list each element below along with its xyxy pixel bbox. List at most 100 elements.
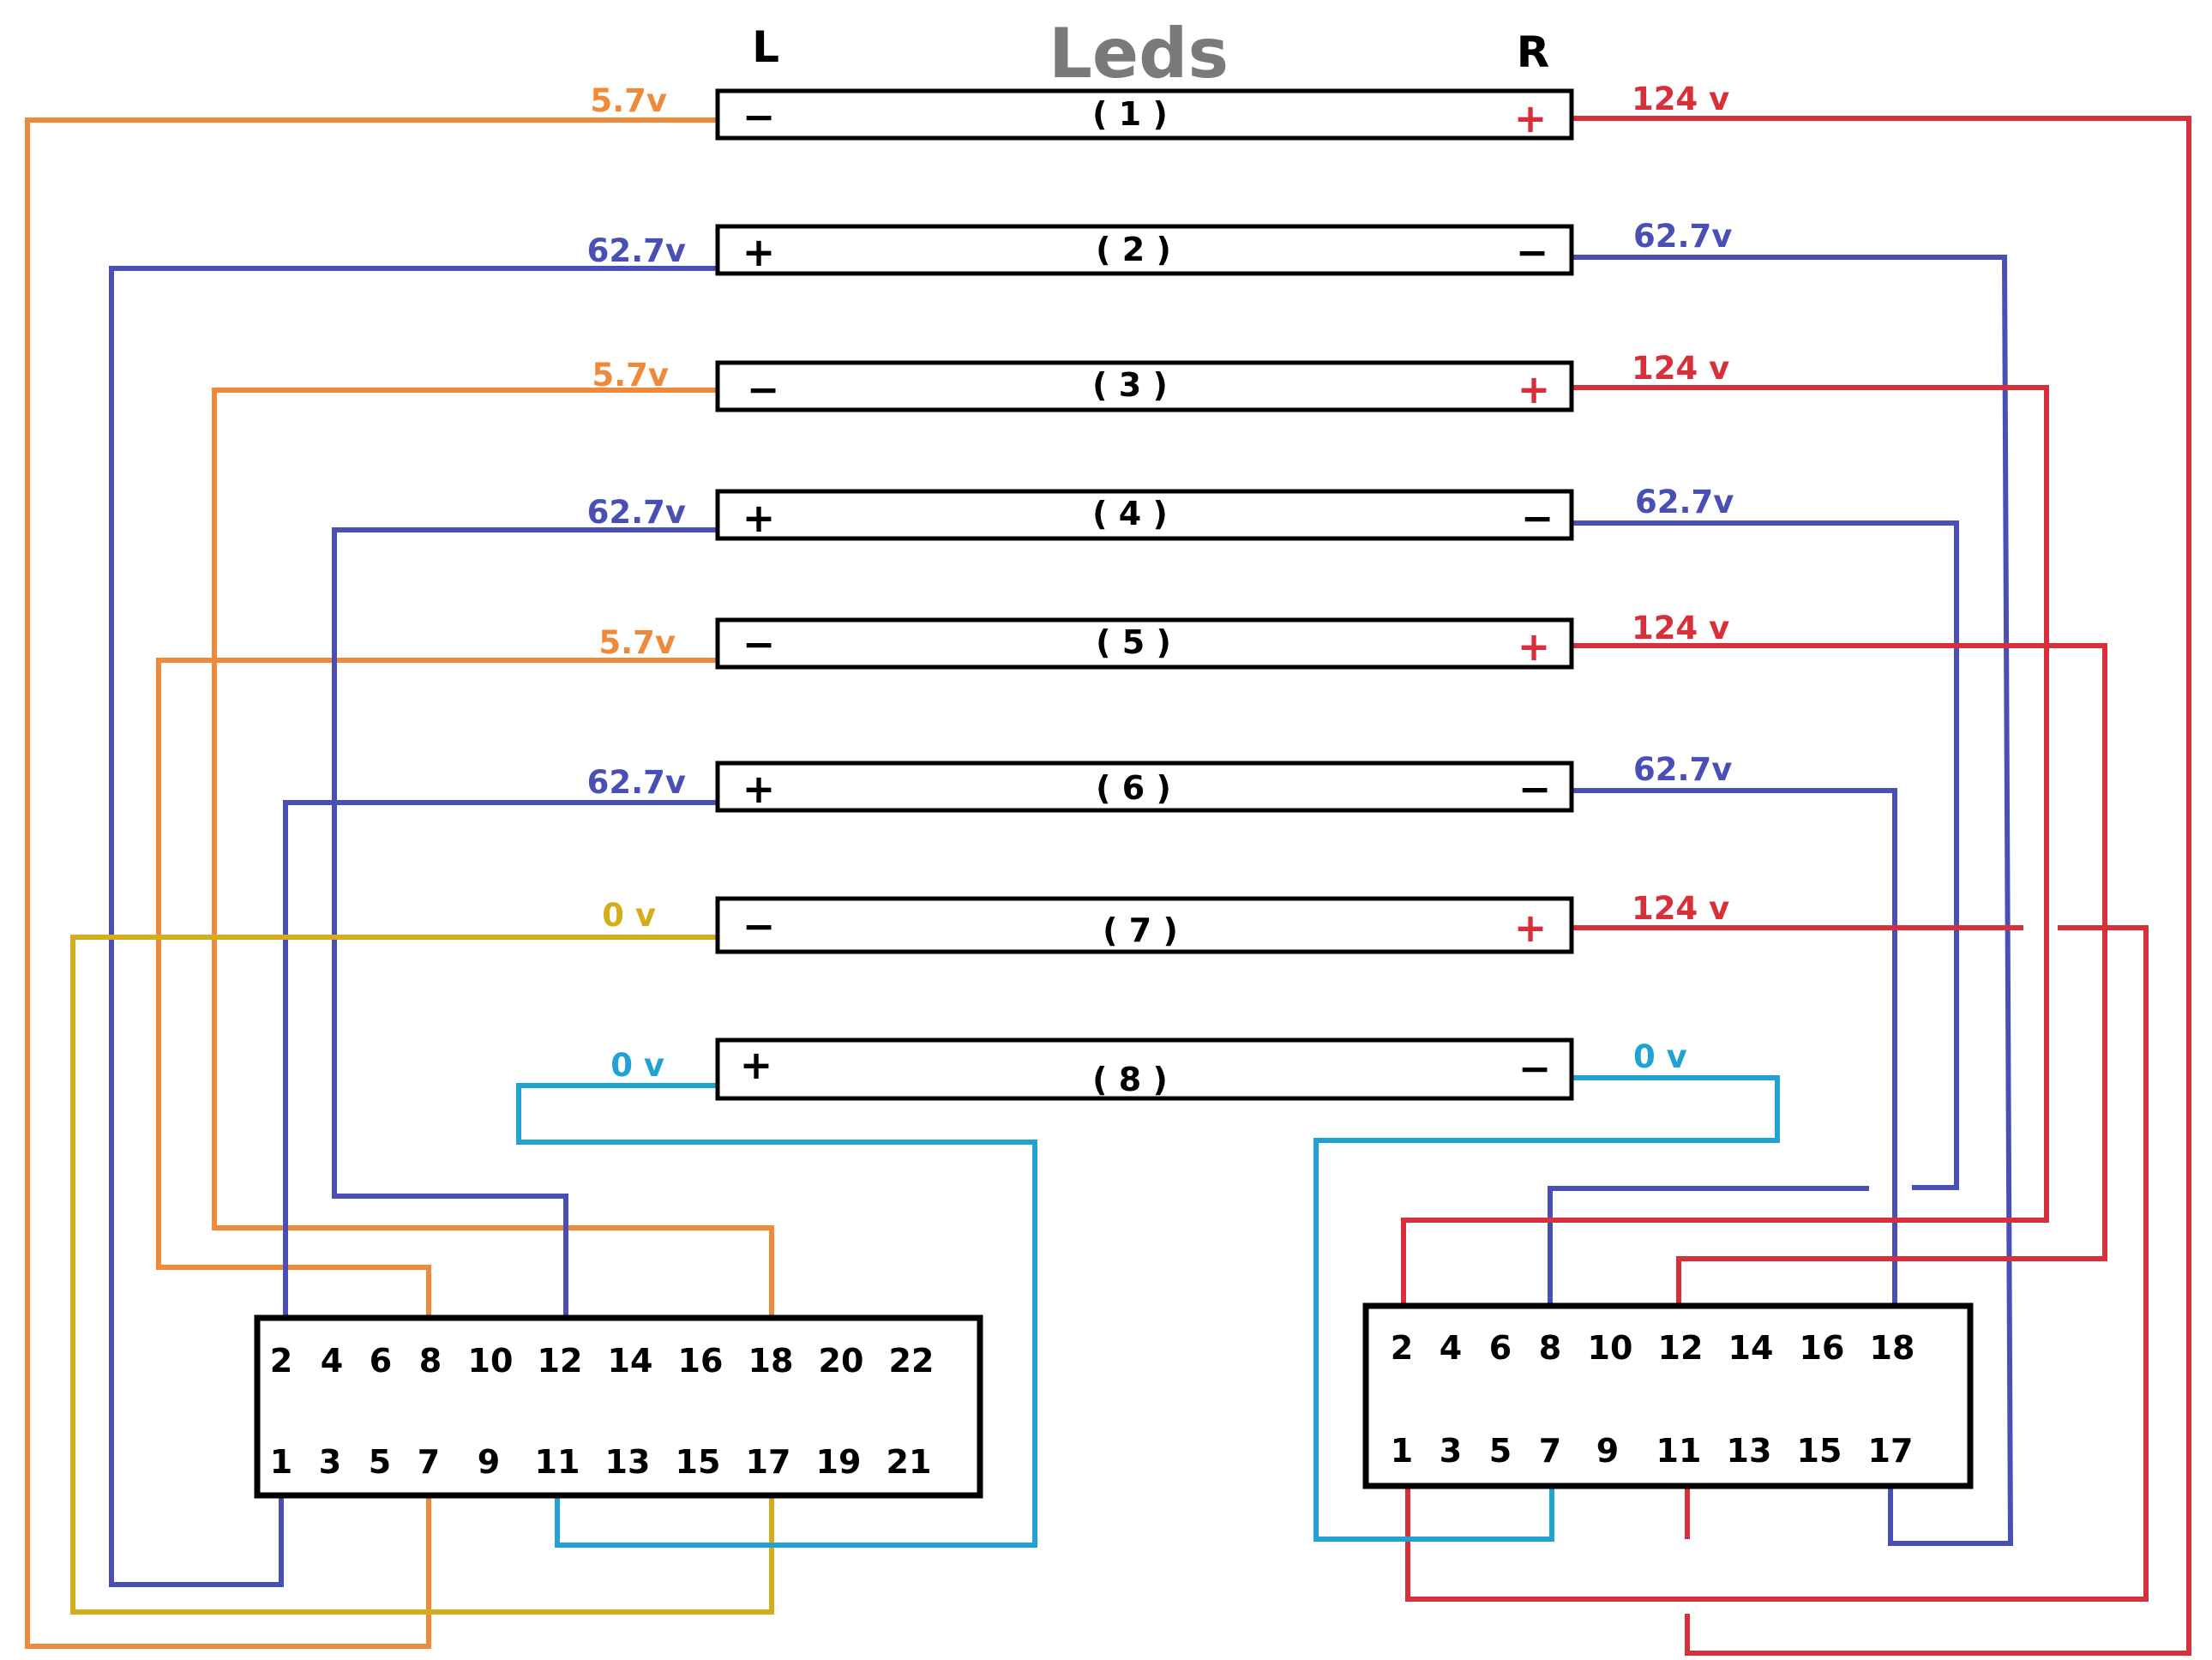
connector-right-pin: 1: [1391, 1432, 1413, 1470]
connector-right-pin: 3: [1440, 1432, 1462, 1470]
connector-left-pin: 22: [889, 1342, 935, 1380]
connector-right-pin: 5: [1489, 1432, 1512, 1470]
led-label-2: ( 2 ): [1096, 231, 1171, 268]
connector-right-pin: 11: [1656, 1432, 1702, 1470]
led-label-3: ( 3 ): [1092, 366, 1168, 404]
connector-right-pin: 13: [1727, 1432, 1772, 1470]
connector-left-pins: 2 4 6 8 10 12 14 16 18 20 22 1 3 5 7 9 1…: [270, 1342, 935, 1481]
led6-left-sign: +: [742, 766, 776, 812]
led5-left-voltage: 5.7v: [598, 624, 676, 661]
connector-right-pin: 9: [1596, 1432, 1619, 1470]
connector-right-pin: 15: [1797, 1432, 1842, 1470]
connector-left-pin: 4: [321, 1342, 343, 1380]
connector-right-pin: 18: [1870, 1329, 1915, 1367]
led-label-1: ( 1 ): [1092, 95, 1168, 133]
connector-left-pin: 12: [538, 1342, 583, 1380]
connector-right-pin: 16: [1800, 1329, 1845, 1367]
connector-left-pin: 2: [270, 1342, 292, 1380]
led8-right-sign: −: [1518, 1045, 1552, 1092]
led-bar-7: [715, 896, 1574, 954]
led7-left-sign: −: [742, 903, 776, 949]
led3-right-sign: +: [1518, 366, 1551, 412]
side-left-label: L: [752, 22, 779, 72]
connector-left-pin: 21: [887, 1443, 932, 1481]
connector-left-pin: 3: [319, 1443, 341, 1481]
led-bar-1: [715, 88, 1574, 141]
led-bar-6: [715, 761, 1574, 813]
led-labels: ( 1 ) ( 2 ) ( 3 ) ( 4 ) ( 5 ) ( 6 ) ( 7 …: [1092, 95, 1178, 1098]
led2-left-voltage: 62.7v: [587, 232, 686, 269]
led-bar-3: [715, 360, 1574, 412]
connector-right-pin: 10: [1588, 1329, 1633, 1367]
diagram-title: Leds: [1049, 14, 1229, 93]
connector-right-pin: 8: [1539, 1329, 1561, 1367]
connector-left-pin: 9: [478, 1443, 500, 1481]
led-bar-5: [715, 617, 1574, 670]
connector-right-pins: 2 4 6 8 10 12 14 16 18 1 3 5 7 9 11 13 1…: [1391, 1329, 1915, 1470]
led6-right-voltage: 62.7v: [1633, 751, 1732, 788]
wire-led4-left: [332, 527, 716, 1316]
led3-left-sign: −: [747, 366, 780, 412]
connector-left-pin: 19: [816, 1443, 862, 1481]
wires: [25, 116, 2191, 1656]
wire-led4-right: [1572, 520, 1959, 1190]
connector-right: [1362, 1302, 1974, 1489]
wire-led2-left: [109, 266, 716, 1587]
led-bar-4: [715, 489, 1574, 541]
wire-led7-left: [70, 935, 774, 1615]
wire-led6-right: [1572, 788, 1897, 1305]
connector-left-pin: 11: [535, 1443, 580, 1481]
connector-left-pin: 7: [418, 1443, 440, 1481]
led7-right-voltage: 124 v: [1632, 890, 1729, 927]
connector-right-pin: 6: [1489, 1329, 1512, 1367]
led4-right-sign: −: [1521, 495, 1554, 541]
led-bar-8: [715, 1038, 1574, 1101]
led-label-5: ( 5 ): [1096, 623, 1171, 661]
led5-right-voltage: 124 v: [1632, 610, 1729, 647]
connector-right-pin: 4: [1440, 1329, 1462, 1367]
led3-right-voltage: 124 v: [1632, 350, 1729, 387]
connector-left-pin: 5: [369, 1443, 391, 1481]
led4-right-voltage: 62.7v: [1635, 484, 1734, 520]
connector-right-pin: 2: [1391, 1329, 1413, 1367]
wire-led1-right: [1572, 116, 2191, 1656]
led7-right-sign: +: [1514, 905, 1548, 951]
connector-left-pin: 18: [748, 1342, 794, 1380]
connector-left: [254, 1314, 983, 1499]
connector-left-pin: 20: [819, 1342, 864, 1380]
led-label-8: ( 8 ): [1092, 1061, 1168, 1098]
connector-right-pin: 14: [1728, 1329, 1774, 1367]
led5-right-sign: +: [1518, 623, 1551, 670]
led5-left-sign: −: [742, 621, 776, 667]
led2-right-sign: −: [1516, 229, 1549, 275]
wire-led8-left: [516, 1083, 1037, 1548]
led8-left-voltage: 0 v: [610, 1047, 664, 1084]
wire-led1-left: [25, 117, 716, 1649]
wire-led5-left: [156, 658, 716, 1316]
led-bar-2: [715, 224, 1574, 276]
connector-left-pin: 6: [370, 1342, 392, 1380]
led1-left-voltage: 5.7v: [590, 82, 667, 119]
connector-left-pin: 13: [605, 1443, 651, 1481]
connector-left-pin: 16: [678, 1342, 724, 1380]
wire-led3-left: [212, 388, 774, 1319]
led-label-4: ( 4 ): [1092, 495, 1168, 532]
led7-left-voltage: 0 v: [602, 897, 656, 934]
connector-left-pin: 1: [270, 1443, 292, 1481]
connector-left-pin: 14: [608, 1342, 653, 1380]
connector-right-pin: 17: [1868, 1432, 1914, 1470]
connector-right-pin: 12: [1658, 1329, 1704, 1367]
led3-left-voltage: 5.7v: [592, 357, 669, 394]
led1-right-voltage: 124 v: [1632, 81, 1729, 117]
led1-left-sign: −: [742, 93, 776, 140]
led-label-7: ( 7 ): [1103, 911, 1178, 949]
led-bars: [715, 88, 1574, 1101]
led6-left-voltage: 62.7v: [587, 764, 686, 801]
connector-right-pin: 7: [1539, 1432, 1561, 1470]
wire-led3-right: [1401, 385, 2049, 1305]
wire-led7-right-b: [1405, 925, 2149, 1602]
led2-right-voltage: 62.7v: [1633, 218, 1732, 255]
led1-right-sign: +: [1514, 95, 1548, 141]
connector-left-pin: 15: [676, 1443, 721, 1481]
